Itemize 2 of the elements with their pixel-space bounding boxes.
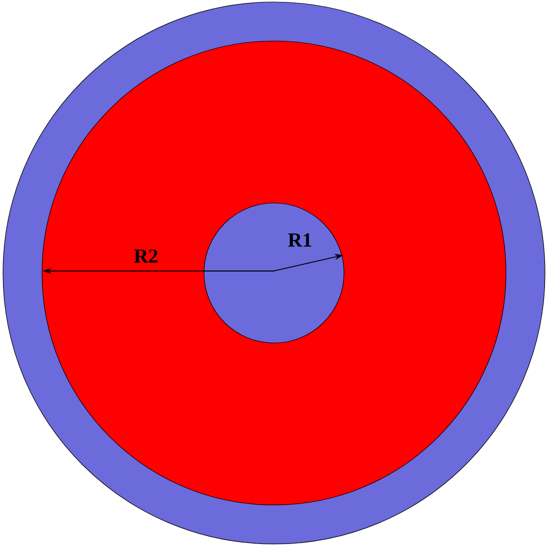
dimension-label: R1 xyxy=(288,233,312,247)
dimension-label: R2 xyxy=(134,249,158,263)
